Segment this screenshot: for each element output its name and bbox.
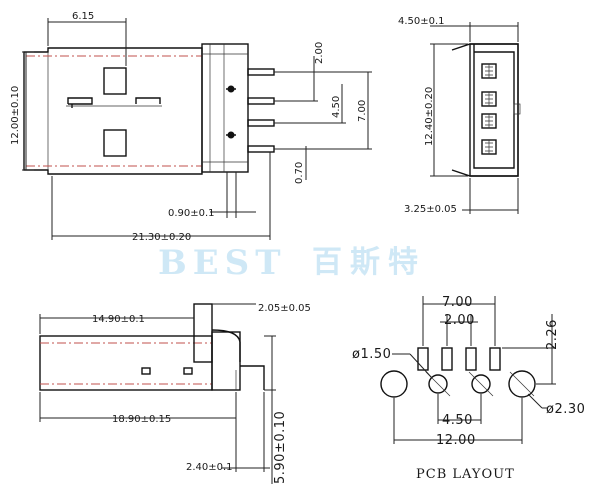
end-width-dim: 4.50±0.1 (398, 16, 445, 27)
top-pin-span-dim: 4.50 (331, 96, 342, 118)
end-height-dim: 12.40±0.20 (424, 87, 435, 146)
top-pin-pitch-dim: 2.00 (314, 42, 325, 64)
top-pin-total-dim: 7.00 (357, 100, 368, 122)
pcb-big-hole: ø2.30 (546, 402, 585, 417)
top-height-dim: 12.00±0.10 (10, 86, 21, 145)
pcb-layout: 7.00 2.00 2.26 ø1.50 ø2.30 4.50 12.00 PC… (352, 295, 585, 482)
side-tab-dim: 2.05±0.05 (258, 303, 311, 314)
pcb-outer-span: 7.00 (442, 295, 473, 310)
pcb-total-span: 12.00 (436, 433, 476, 448)
side-view: 14.90±0.1 2.05±0.05 18.90±0.15 5.90±0.10… (39, 303, 311, 484)
top-pin-width-dim: 0.70 (294, 162, 305, 184)
top-pin-offset-dim: 0.90±0.1 (168, 208, 215, 219)
side-pin-dim: 2.40±0.1 (186, 462, 233, 473)
end-view: 4.50±0.1 12.40±0.20 3.25±0.05 (398, 16, 521, 215)
top-view: 6.15 12.00±0.10 2.00 4.50 7.00 0.70 0.90… (10, 11, 372, 243)
pcb-row-offset: 2.26 (545, 319, 560, 350)
top-length-dim: 21.30±0.20 (132, 232, 191, 243)
watermark-latin: BEST (158, 243, 287, 283)
pcb-small-hole: ø1.50 (352, 347, 391, 362)
side-depth-dim: 14.90±0.1 (92, 314, 145, 325)
pcb-layout-caption: PCB LAYOUT (416, 467, 515, 482)
pcb-inner-span: 4.50 (442, 413, 473, 428)
pcb-pad-pitch: 2.00 (444, 313, 475, 328)
end-base-dim: 3.25±0.05 (404, 204, 457, 215)
side-length-dim: 18.90±0.15 (112, 414, 171, 425)
side-height-dim: 5.90±0.10 (273, 411, 288, 484)
top-width-dim: 6.15 (72, 11, 94, 22)
watermark-cjk: 百斯特 (312, 245, 426, 280)
